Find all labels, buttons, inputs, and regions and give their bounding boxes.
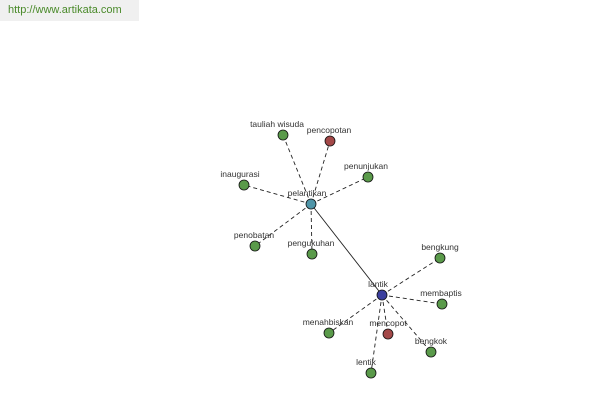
- node-label-bengkung: bengkung: [421, 242, 459, 252]
- node-penobatan[interactable]: [249, 240, 261, 252]
- node-membaptis[interactable]: [436, 298, 448, 310]
- edge-lantik-membaptis: [381, 294, 443, 305]
- node-lantik[interactable]: [376, 289, 388, 301]
- node-label-pengukuhan: pengukuhan: [288, 238, 335, 248]
- edge-lantik-bengkok: [381, 294, 432, 353]
- node-menahbiskan[interactable]: [323, 327, 335, 339]
- watermark-url: http://www.artikata.com: [8, 4, 122, 16]
- node-label-pelantikan: pelantikan: [288, 188, 327, 198]
- node-label-lantik: lantik: [368, 279, 389, 289]
- node-bengkung[interactable]: [434, 252, 446, 264]
- node-bengkok[interactable]: [425, 346, 437, 358]
- edge-lantik-bengkung: [381, 257, 441, 296]
- nodes-layer: [238, 129, 448, 379]
- node-label-tauliah-wisuda: tauliah wisuda: [250, 119, 304, 129]
- edge-pelantikan-lantik: [310, 203, 383, 296]
- watermark-bar: http://www.artikata.com: [0, 0, 139, 21]
- labels-layer: pelantikan lantik tauliah wisudapencopotan…: [220, 119, 461, 367]
- node-tauliah-wisuda[interactable]: [277, 129, 289, 141]
- node-lentik[interactable]: [365, 367, 377, 379]
- edge-pelantikan-pencopotan: [310, 140, 331, 205]
- node-inaugurasi[interactable]: [238, 179, 250, 191]
- edge-pelantikan-pengukuhan: [310, 203, 313, 255]
- edge-pelantikan-penobatan: [254, 203, 312, 247]
- node-label-pencopotan: pencopotan: [307, 125, 352, 135]
- node-label-membaptis: membaptis: [420, 288, 462, 298]
- edges-layer: [243, 134, 443, 374]
- edge-lantik-lentik: [370, 294, 383, 374]
- edge-lantik-menahbiskan: [328, 294, 383, 334]
- node-label-bengkok: bengkok: [415, 336, 448, 346]
- node-penunjukan[interactable]: [362, 171, 374, 183]
- edge-pelantikan-inaugurasi: [243, 184, 312, 205]
- edge-pelantikan-penunjukan: [310, 176, 369, 205]
- node-label-menahbiskan: menahbiskan: [303, 317, 354, 327]
- node-pengukuhan[interactable]: [306, 248, 318, 260]
- node-label-lentik: lentik: [356, 357, 377, 367]
- node-label-penobatan: penobatan: [234, 230, 274, 240]
- node-label-inaugurasi: inaugurasi: [220, 169, 259, 179]
- node-label-mencopot: mencopot: [369, 318, 407, 328]
- node-pencopotan[interactable]: [324, 135, 336, 147]
- node-label-penunjukan: penunjukan: [344, 161, 388, 171]
- node-pelantikan[interactable]: [305, 198, 317, 210]
- edge-pelantikan-tauliah-wisuda: [282, 134, 312, 205]
- node-mencopot[interactable]: [382, 328, 394, 340]
